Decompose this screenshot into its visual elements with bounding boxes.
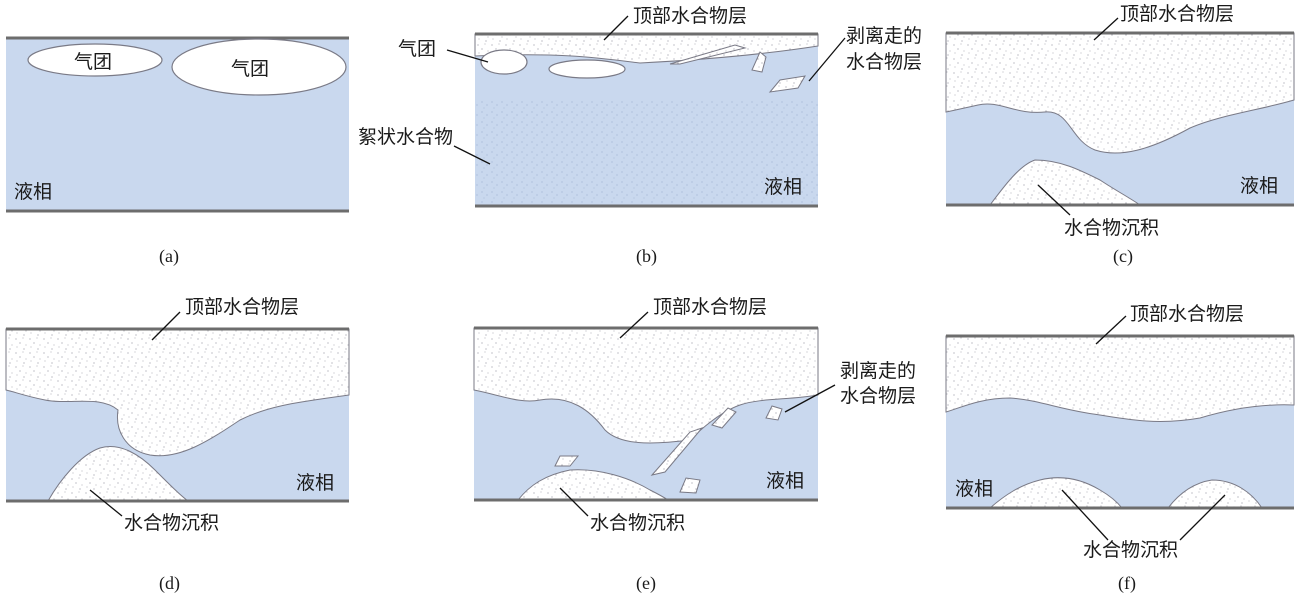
label-top-layer: 顶部水合物层 xyxy=(185,296,299,318)
label-liquid: 液相 xyxy=(14,181,52,203)
gas-bubble xyxy=(548,59,626,79)
top-hydrate-layer xyxy=(945,32,1295,154)
panel-a: 气团 气团 液相 (a) xyxy=(6,36,349,267)
peeled-hydrate-fragment xyxy=(768,75,806,93)
gas-bubble xyxy=(27,43,163,77)
label-peeled-2: 水合物层 xyxy=(840,385,916,407)
hydrate-deposit xyxy=(988,159,1142,206)
label-deposit: 水合物沉积 xyxy=(590,512,685,534)
top-hydrate-layer xyxy=(5,328,350,457)
peeled-hydrate-fragment xyxy=(554,455,580,467)
label-peeled-2: 水合物层 xyxy=(846,51,922,73)
label-liquid: 液相 xyxy=(764,176,802,198)
caption-e: (e) xyxy=(636,573,656,594)
label-top-layer: 顶部水合物层 xyxy=(1130,303,1244,325)
panel-d: 顶部水合物层 液相 水合物沉积 (d) xyxy=(5,296,350,594)
peeled-hydrate-fragment xyxy=(711,407,737,429)
hydrate-deposit xyxy=(988,477,1124,509)
gas-bubble xyxy=(480,49,528,75)
panel-f: 顶部水合物层 液相 水合物沉积 (f) xyxy=(945,303,1295,594)
caption-f: (f) xyxy=(1118,573,1136,594)
hydrate-deposit xyxy=(1166,479,1263,509)
label-deposit: 水合物沉积 xyxy=(124,512,219,534)
label-peeled: 剥离走的 xyxy=(840,360,916,382)
caption-a: (a) xyxy=(159,246,179,267)
label-liquid: 液相 xyxy=(1240,175,1278,197)
panel-e: 顶部水合物层 剥离走的 水合物层 液相 水合物沉积 (e) xyxy=(473,296,916,594)
peeled-hydrate-fragment xyxy=(751,51,767,73)
label-deposit: 水合物沉积 xyxy=(1064,217,1159,239)
top-hydrate-layer xyxy=(945,335,1295,422)
label-deposit: 水合物沉积 xyxy=(1083,539,1178,561)
peeled-hydrate-fragment xyxy=(650,426,704,476)
flocculent-hydrate xyxy=(475,100,818,206)
caption-c: (c) xyxy=(1113,246,1133,267)
peeled-hydrate-fragment xyxy=(765,405,783,421)
label-bubble: 气团 xyxy=(231,58,269,80)
panel-c: 顶部水合物层 液相 水合物沉积 (c) xyxy=(945,3,1295,267)
top-hydrate-layer xyxy=(474,33,819,64)
label-flocculent: 絮状水合物 xyxy=(358,126,453,148)
label-top-layer: 顶部水合物层 xyxy=(1120,3,1234,25)
caption-d: (d) xyxy=(159,573,180,594)
gas-bubble xyxy=(171,38,347,96)
peeled-hydrate-fragment xyxy=(679,477,701,494)
peeled-hydrate-fragment xyxy=(669,44,747,65)
label-liquid: 液相 xyxy=(955,478,993,500)
label-liquid: 液相 xyxy=(766,470,804,492)
panel-b: 顶部水合物层 气团 剥离走的 水合物层 絮状水合物 液相 (b) xyxy=(358,5,922,267)
label-bubble: 气团 xyxy=(74,51,112,73)
label-top-layer: 顶部水合物层 xyxy=(653,296,767,318)
hydrate-deposit xyxy=(516,469,670,501)
top-hydrate-layer xyxy=(473,327,819,444)
label-liquid: 液相 xyxy=(296,472,334,494)
label-top-layer: 顶部水合物层 xyxy=(633,5,747,27)
label-peeled: 剥离走的 xyxy=(846,25,922,47)
caption-b: (b) xyxy=(636,246,657,267)
label-bubble: 气团 xyxy=(398,38,436,60)
hydrate-deposit xyxy=(47,446,190,502)
